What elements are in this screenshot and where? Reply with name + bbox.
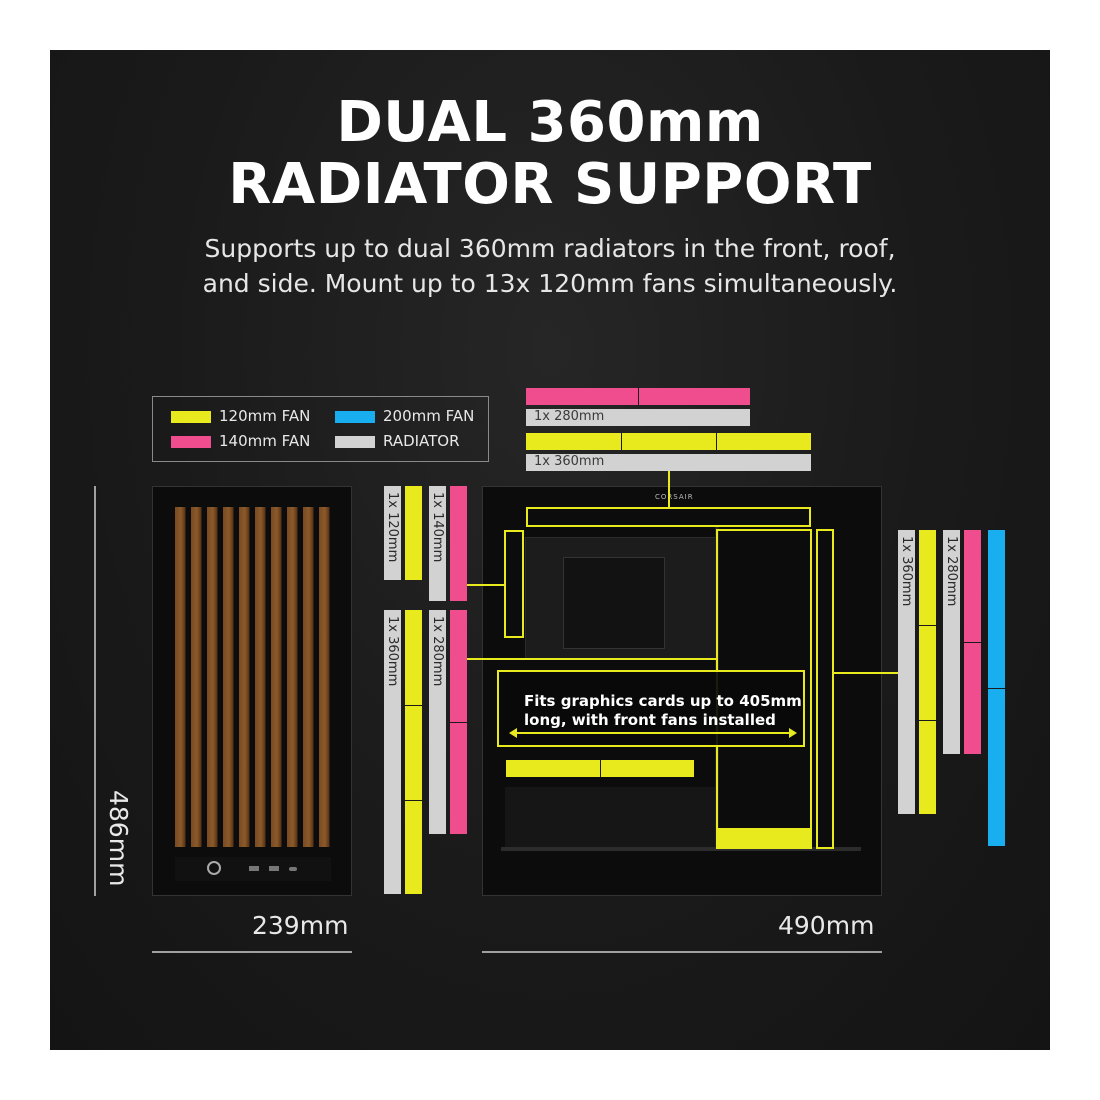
legend-label-120mm-fan: 120mm FAN [219,407,311,425]
side-140mm-fans-bar [964,530,981,754]
rear-fan-mount-outline [504,530,524,638]
usb-c-port-icon [289,867,297,871]
roof-140mm-fans-bar [526,388,750,405]
side-fan-outline [816,529,834,849]
legend-swatch-140mm-fan [171,436,211,448]
psu-shroud [505,787,715,847]
legend-label-radiator: RADIATOR [383,432,460,450]
legend-swatch-120mm-fan [171,411,211,423]
usb-port-icon [269,866,279,871]
power-button-icon[interactable] [207,861,221,875]
depth-dimension-label: 490mm [778,911,875,940]
subtitle-line-1: Supports up to dual 360mm radiators in t… [204,234,896,263]
side-200mm-fans-bar [988,530,1005,846]
width-dimension-label: 239mm [252,911,349,940]
front-280mm-label: 1x 280mm [430,616,445,687]
callout-line-2: long, with front fans installed [524,711,776,729]
side-120mm-fans-bar [919,530,936,814]
bottom-rail [501,847,861,851]
legend-label-140mm-fan: 140mm FAN [219,432,311,450]
usb-port-icon [249,866,259,871]
arrow-right-icon [789,728,797,738]
legend: 120mm FAN 140mm FAN 200mm FAN RADIATOR [152,396,489,462]
front-120mm-fans-bar [405,610,422,894]
brand-text: CORSAIR [655,493,694,501]
psu-120mm-fan-bar [716,828,812,847]
title-line-2: RADIATOR SUPPORT [228,152,872,217]
front-140mm-radiator-bar: 1x 140mm [429,486,446,601]
roof-280mm-radiator-bar: 1x 280mm [526,409,750,426]
side-connector-line [834,672,898,674]
legend-swatch-radiator [335,436,375,448]
callout-line-1: Fits graphics cards up to 405mm [524,692,802,710]
front-280mm-radiator-bar: 1x 280mm [429,610,446,834]
front-connector-line [467,658,717,660]
roof-120mm-fans-bar [526,433,811,450]
gpu-length-arrow [511,732,795,734]
rear-connector-line [467,584,505,586]
side-360mm-radiator-bar: 1x 360mm [898,530,915,814]
gpu-clearance-callout: Fits graphics cards up to 405mm long, wi… [497,670,805,747]
title-line-1: DUAL 360mm [336,90,764,155]
legend-label-200mm-fan: 200mm FAN [383,407,475,425]
front-140mm-label: 1x 140mm [430,492,445,563]
width-dimension-line [152,951,352,953]
front-360mm-radiator-bar: 1x 360mm [384,610,401,894]
depth-dimension-line [482,951,882,953]
height-dimension-label: 486mm [104,790,133,887]
side-280mm-radiator-bar: 1x 280mm [943,530,960,754]
side-280mm-label: 1x 280mm [944,536,959,607]
roof-connector-line [668,471,670,507]
legend-swatch-200mm-fan [335,411,375,423]
front-120mm-radiator-bar: 1x 120mm [384,486,401,580]
front-140mm-fans-bar [450,610,467,834]
io-panel [175,857,331,881]
front-140mm-fan-bar [450,486,467,601]
roof-360mm-radiator-bar: 1x 360mm [526,454,811,471]
cpu-cutout [563,557,665,649]
subtitle-line-2: and side. Mount up to 13x 120mm fans sim… [202,269,898,298]
bottom-120mm-fans-bar [506,760,694,777]
height-dimension-line [94,486,96,896]
arrow-left-icon [509,728,517,738]
roof-fan-mount-outline [526,507,811,527]
case-front-view [152,486,352,896]
front-120mm-label: 1x 120mm [385,492,400,563]
roof-280mm-label: 1x 280mm [534,409,605,424]
side-360mm-label: 1x 360mm [899,536,914,607]
wood-slat-panel [175,507,331,847]
front-120mm-fan-bar [405,486,422,580]
front-360mm-label: 1x 360mm [385,616,400,687]
roof-360mm-label: 1x 360mm [534,454,605,469]
